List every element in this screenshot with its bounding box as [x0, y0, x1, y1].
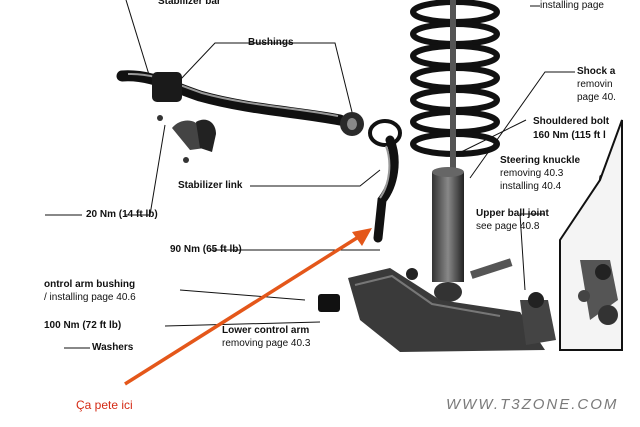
- shock-page-label: page 40.: [577, 92, 616, 103]
- torque-100-label: 100 Nm (72 ft lb): [44, 320, 122, 331]
- ball-joint-page-label: see page 40.8: [476, 221, 540, 232]
- knuckle-removing-label: removing 40.3: [500, 168, 564, 179]
- lower-control-arm: [318, 258, 545, 352]
- torque-90-label: 90 Nm (65 ft lb): [170, 244, 242, 255]
- steering-knuckle-label: Steering knuckle: [500, 155, 581, 166]
- shouldered-bolt-label: Shouldered bolt: [533, 116, 610, 127]
- stabilizer-bar-label: Stabilizer bar: [158, 0, 221, 7]
- watermark-text: WWW.T3ZONE.COM: [446, 396, 619, 413]
- lower-control-arm-label: Lower control arm: [222, 325, 310, 336]
- stabilizer-link: [368, 119, 418, 280]
- lower-control-arm-page: removing page 40.3: [222, 338, 311, 349]
- steering-knuckle: [520, 119, 623, 351]
- knuckle-installing-label: installing 40.4: [500, 181, 562, 192]
- failure-arrow: [124, 228, 372, 386]
- bushings-label: Bushings: [248, 37, 294, 48]
- upper-ball-joint-label: Upper ball joint: [476, 208, 549, 219]
- washers-label: Washers: [92, 342, 134, 353]
- shouldered-bolt-torque: 160 Nm (115 ft l: [533, 130, 606, 141]
- shock-removing-label: removin: [577, 79, 613, 90]
- stabilizer-link-label: Stabilizer link: [178, 180, 243, 191]
- control-arm-bushing-label: ontrol arm bushing: [44, 279, 136, 290]
- annotation-text: Ça pete ici: [76, 398, 133, 412]
- shock-absorber: [432, 0, 464, 302]
- shock-absorber-label: Shock a: [577, 66, 616, 77]
- stabilizer-bar: [116, 70, 364, 163]
- installing-page-top-label: installing page: [540, 0, 604, 11]
- control-arm-bushing-page: / installing page 40.6: [44, 292, 136, 303]
- torque-20-label: 20 Nm (14 ft lb): [86, 209, 158, 220]
